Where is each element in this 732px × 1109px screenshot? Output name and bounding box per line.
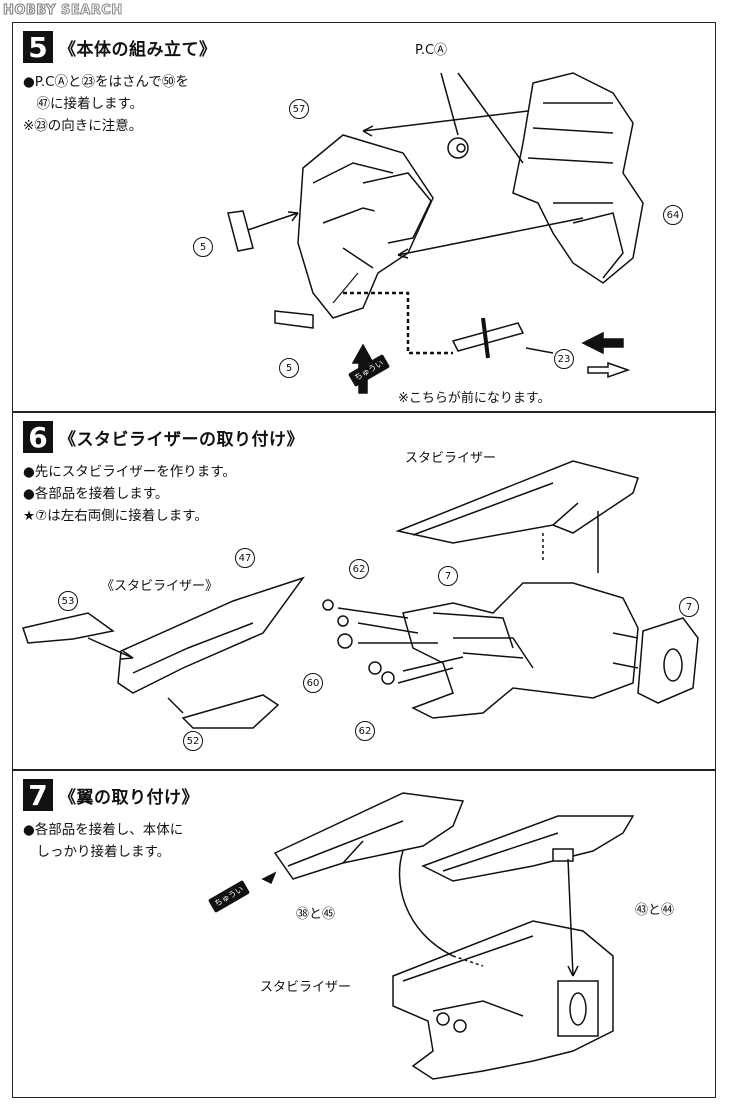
step-title: 《本体の組み立て》 — [59, 39, 217, 60]
step-7-panel: 7 《翼の取り付け》 ●各部品を接着し、本体に しっかり接着します。 ちゅうい … — [12, 770, 716, 1098]
step-title: 《翼の取り付け》 — [59, 787, 199, 808]
pc-a-label: P.CⒶ — [415, 43, 448, 58]
step-number: 6 — [23, 421, 53, 454]
part-60-callout: 60 — [303, 673, 323, 693]
part-47-callout: 47 — [235, 548, 255, 568]
step-title: 《スタビライザーの取り付け》 — [59, 429, 304, 450]
step-instructions: ●先にスタビライザーを作ります。 ●各部品を接着します。 ★⑦は左右両側に接着し… — [23, 464, 236, 524]
part-23-callout: 23 — [554, 349, 574, 369]
part-57-callout: 57 — [289, 99, 309, 119]
step-6-panel: 6 《スタビライザーの取り付け》 ●先にスタビライザーを作ります。 ●各部品を接… — [12, 412, 716, 770]
step-5-panel: 5 《本体の組み立て》 ●P.CⒶと㉓をはさんで㊿を ㊼に接着します。 ※㉓の向… — [12, 22, 716, 412]
stabilizer-label: スタビライザー — [260, 980, 352, 995]
step-number: 7 — [23, 779, 53, 812]
stabilizer-sub-label: 《スタビライザー》 — [101, 579, 219, 594]
wing-diagram — [261, 792, 635, 1080]
assembly-diagram — [227, 72, 644, 394]
part-62-callout-b: 62 — [355, 721, 375, 741]
stabilizer-label: スタビライザー — [405, 451, 497, 466]
part-7-callout: 7 — [438, 566, 458, 586]
part-52-callout: 52 — [183, 731, 203, 751]
part-62-callout: 62 — [349, 559, 369, 579]
stabilizer-diagram — [22, 460, 699, 729]
front-note: ※こちらが前になります。 — [398, 391, 551, 406]
part-65-55-label: ㊳と㊺ — [296, 907, 336, 922]
step-number: 5 — [23, 31, 53, 64]
part-5-callout-b: 5 — [279, 358, 299, 378]
part-64-callout: 64 — [663, 205, 683, 225]
part-7-callout-b: 7 — [679, 597, 699, 617]
step-instructions: ●各部品を接着し、本体に しっかり接着します。 — [23, 822, 184, 860]
step-instructions: ●P.CⒶと㉓をはさんで㊿を ㊼に接着します。 ※㉓の向きに注意。 — [23, 74, 189, 134]
hobby-search-watermark: HOBBY SEARCH — [3, 3, 123, 19]
part-56-44-label: ㊸と㊹ — [635, 903, 675, 918]
part-5-callout: 5 — [193, 237, 213, 257]
part-53-callout: 53 — [58, 591, 78, 611]
